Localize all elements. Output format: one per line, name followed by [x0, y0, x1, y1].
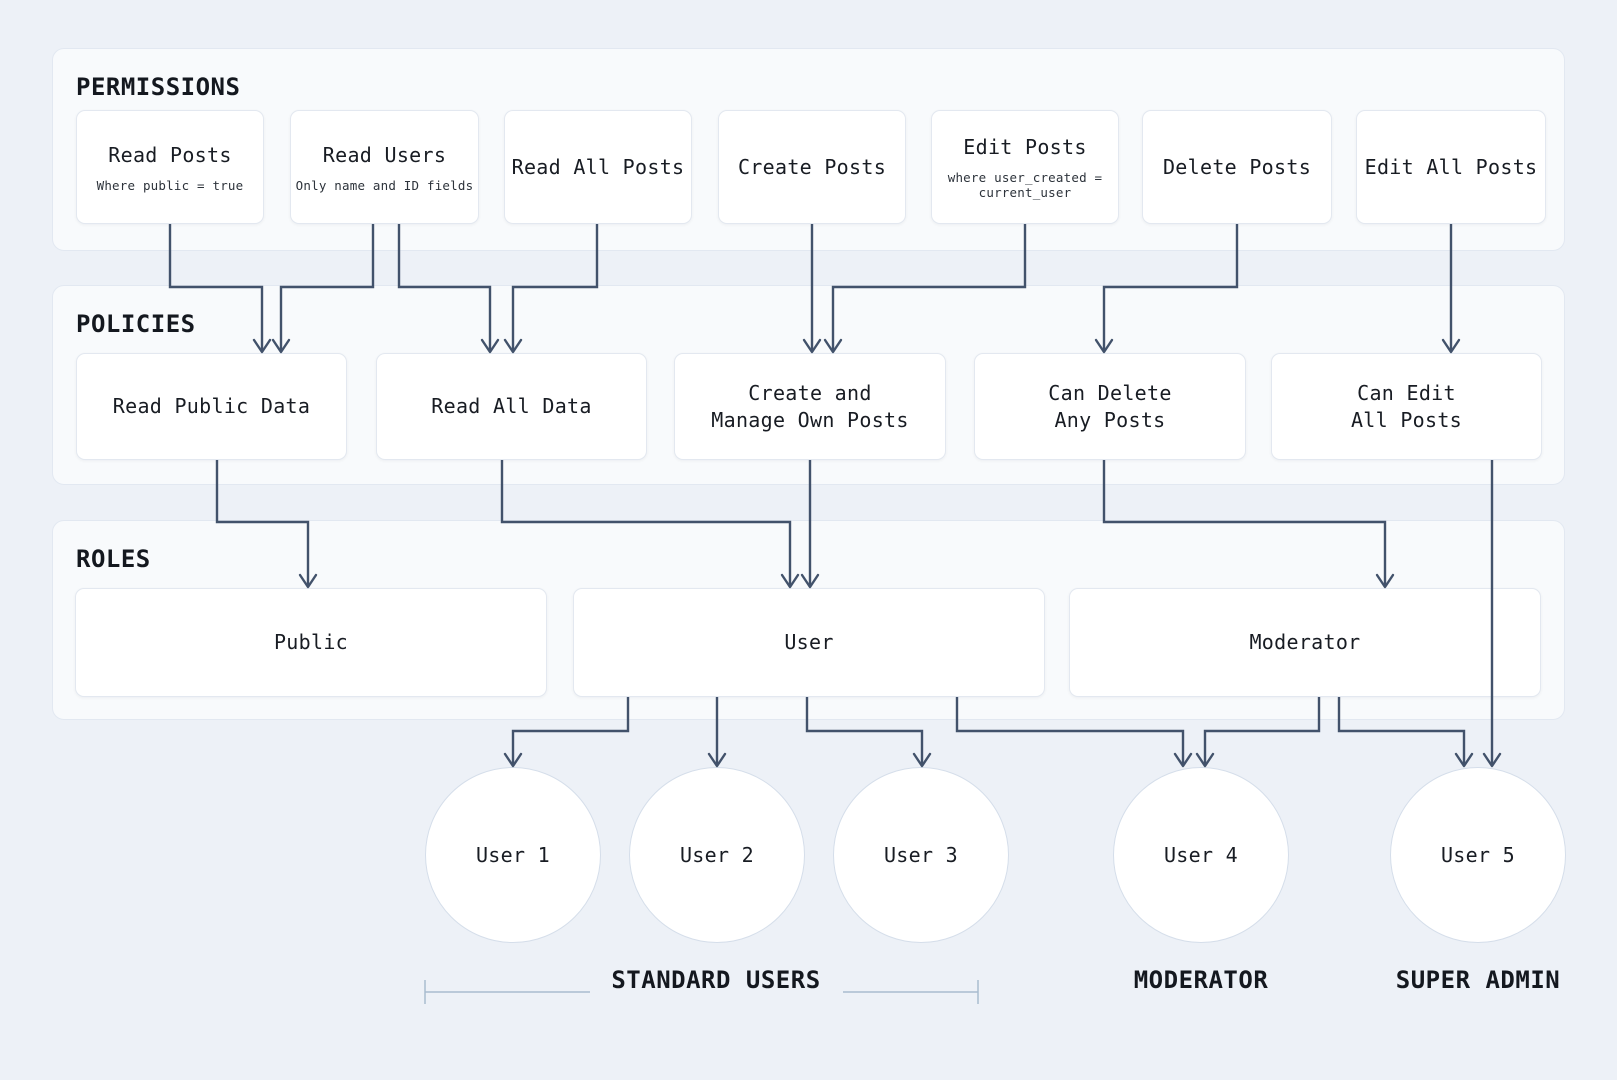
- group-label-super-admin: SUPER ADMIN: [1395, 966, 1561, 994]
- policy-node-read-all-data: Read All Data: [376, 353, 647, 460]
- section-permissions-label: PERMISSIONS: [76, 73, 241, 101]
- permission-title: Delete Posts: [1162, 154, 1312, 179]
- arrowhead-down-icon: [503, 752, 523, 768]
- permission-title: Read All Posts: [511, 154, 685, 179]
- permission-title: Read Users: [322, 142, 447, 167]
- arrowhead-down-icon: [1195, 752, 1215, 768]
- permission-node-create-posts: Create Posts: [718, 110, 906, 224]
- permission-subtitle: Only name and ID fields: [295, 177, 474, 193]
- role-node-public: Public: [75, 588, 547, 697]
- policy-title: Read Public Data: [112, 394, 311, 418]
- arrowhead-down-icon: [1482, 752, 1502, 768]
- user-circle-label: User 3: [883, 843, 959, 867]
- policy-node-can-edit-all-posts: Can Edit All Posts: [1271, 353, 1542, 460]
- policy-title: Create and Manage Own Posts: [711, 380, 909, 432]
- permission-node-read-posts: Read Posts Where public = true: [76, 110, 264, 224]
- user-circle-5: User 5: [1390, 767, 1566, 943]
- permission-node-read-users: Read Users Only name and ID fields: [290, 110, 479, 224]
- permission-title: Edit Posts: [963, 135, 1087, 159]
- policy-title: Can Delete Any Posts: [1048, 380, 1172, 432]
- permission-title: Edit All Posts: [1364, 154, 1538, 179]
- group-label-moderator: MODERATOR: [1133, 966, 1269, 994]
- arrowhead-down-icon: [1173, 752, 1193, 768]
- section-roles-label: ROLES: [76, 545, 151, 573]
- policy-title: Can Edit All Posts: [1350, 380, 1463, 432]
- role-node-moderator: Moderator: [1069, 588, 1541, 697]
- user-circle-label: User 5: [1440, 843, 1516, 867]
- permission-subtitle: Where public = true: [96, 177, 244, 193]
- permission-title: Create Posts: [737, 154, 887, 179]
- role-title: User: [784, 630, 834, 654]
- permission-node-delete-posts: Delete Posts: [1142, 110, 1332, 224]
- policy-node-read-public-data: Read Public Data: [76, 353, 347, 460]
- section-policies-label: POLICIES: [76, 310, 196, 338]
- arrowhead-down-icon: [1454, 752, 1474, 768]
- policy-node-can-delete-any-posts: Can Delete Any Posts: [974, 353, 1246, 460]
- role-node-user: User: [573, 588, 1045, 697]
- user-circle-3: User 3: [833, 767, 1009, 943]
- user-circle-4: User 4: [1113, 767, 1289, 943]
- role-title: Moderator: [1249, 630, 1361, 654]
- user-circle-label: User 1: [475, 843, 551, 867]
- permission-node-read-all-posts: Read All Posts: [504, 110, 692, 224]
- group-label-standard-users: STANDARD USERS: [611, 966, 821, 994]
- user-circle-label: User 2: [679, 843, 755, 867]
- permission-subtitle: where user_created = current_user: [947, 170, 1103, 200]
- policy-node-create-and-manage-own-posts: Create and Manage Own Posts: [674, 353, 946, 460]
- permission-title: Read Posts: [108, 142, 232, 167]
- arrowhead-down-icon: [912, 752, 932, 768]
- user-circle-2: User 2: [629, 767, 805, 943]
- policy-title: Read All Data: [431, 394, 592, 418]
- user-circle-1: User 1: [425, 767, 601, 943]
- role-title: Public: [273, 630, 349, 654]
- permission-node-edit-all-posts: Edit All Posts: [1356, 110, 1546, 224]
- user-circle-label: User 4: [1163, 843, 1239, 867]
- arrowhead-down-icon: [707, 752, 727, 768]
- permission-node-edit-posts: Edit Posts where user_created = current_…: [931, 110, 1119, 224]
